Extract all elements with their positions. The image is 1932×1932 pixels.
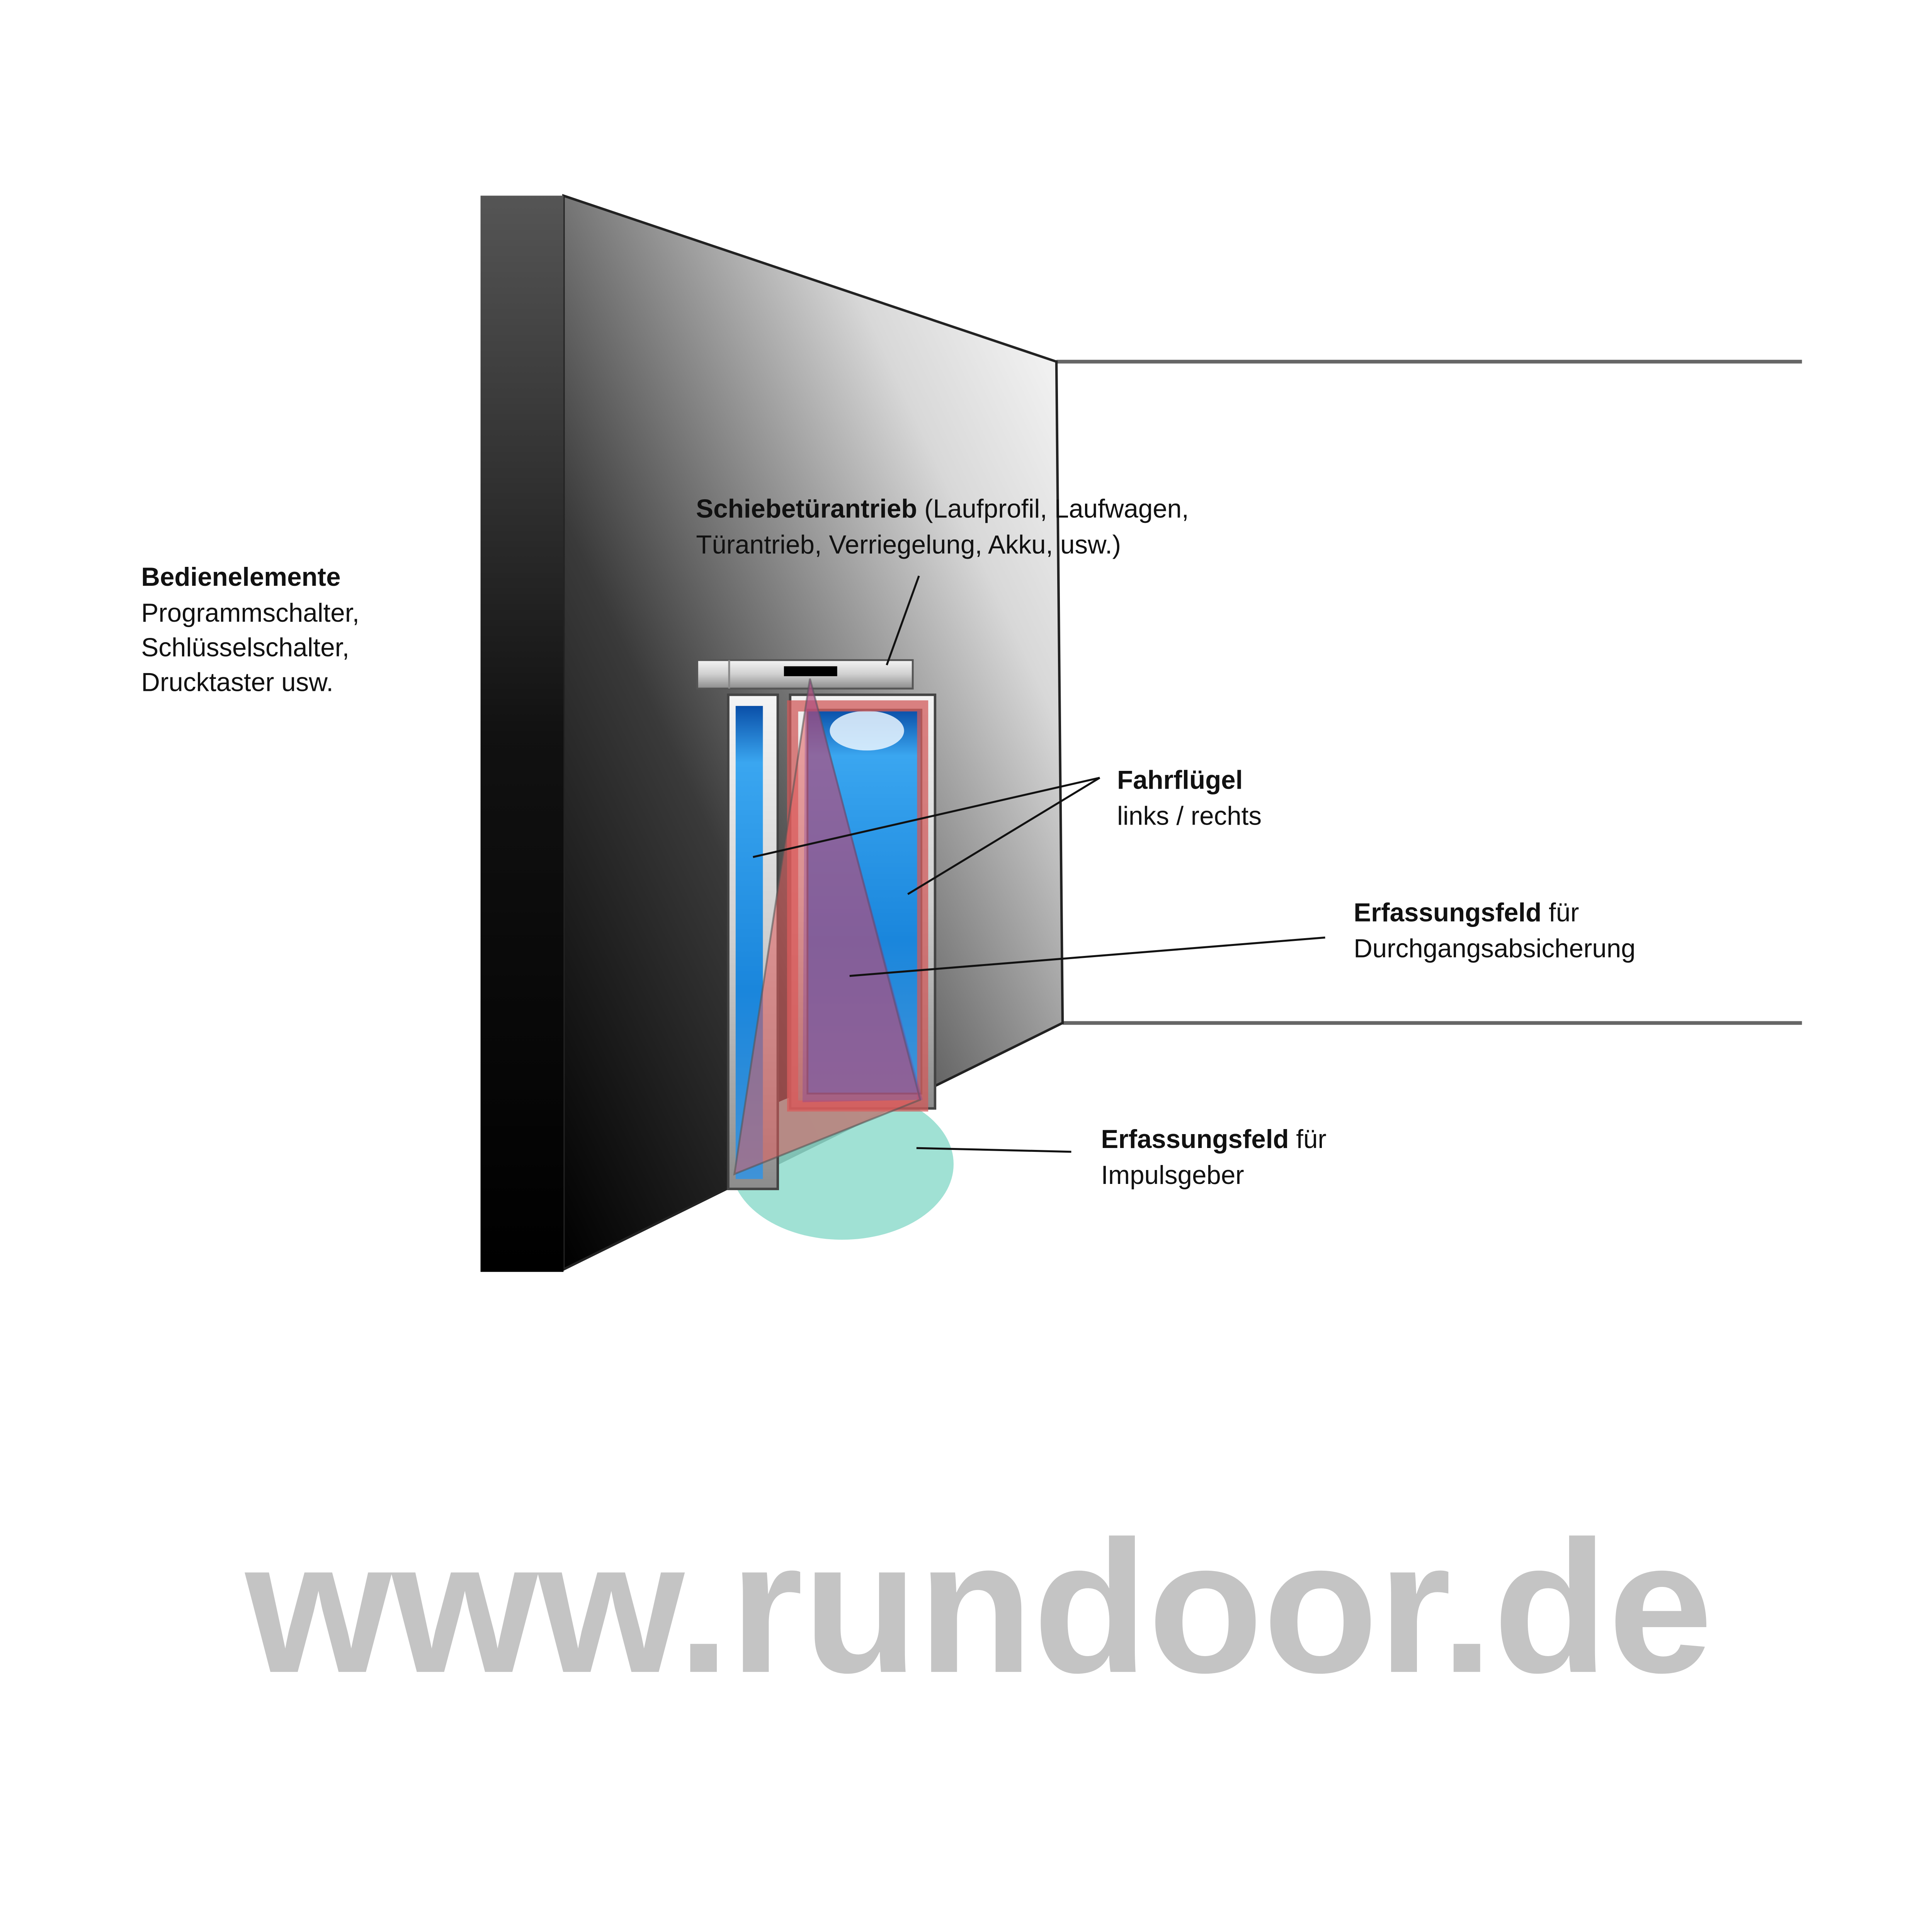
label-drive-line1: (Laufprofil, Laufwagen, (917, 495, 1189, 524)
label-controls-line: Drucktaster usw. (141, 668, 333, 697)
leader-lines (753, 575, 1325, 1153)
sliding-door-diagram: Schiebetürantrieb (Laufprofil, Laufwagen… (141, 194, 1802, 1712)
label-impulse-field-suffix: für (1289, 1125, 1327, 1154)
label-leaves-line2: links / rechts (1117, 802, 1262, 831)
label-impulse-field-line2: Impulsgeber (1101, 1161, 1244, 1190)
sliding-door-drive (696, 659, 914, 690)
label-passage-field: Erfassungsfeld für (1354, 898, 1579, 927)
label-controls-line: Programmschalter, (141, 599, 359, 628)
label-drive-line2: Türantrieb, Verriegelung, Akku, usw.) (696, 531, 1121, 560)
presence-detection-field (733, 678, 929, 1176)
label-passage-field-title: Erfassungsfeld (1354, 898, 1541, 927)
label-drive: Schiebetürantrieb (Laufprofil, Laufwagen… (696, 495, 1189, 524)
label-passage-field-suffix: für (1541, 898, 1579, 927)
sensor-slot (784, 666, 837, 676)
label-passage-field-line2: Durchgangsabsicherung (1354, 934, 1636, 963)
corridor (1056, 360, 1802, 1025)
label-impulse-field: Erfassungsfeld für (1101, 1125, 1326, 1154)
label-drive-title: Schiebetürantrieb (696, 495, 917, 524)
label-impulse-field-title: Erfassungsfeld (1101, 1125, 1289, 1154)
label-controls-line: Schlüsselschalter, (141, 633, 349, 662)
watermark: www.rundoor.de (242, 1502, 1713, 1712)
label-leaves-title: Fahrflügel (1117, 766, 1243, 795)
label-controls-title: Bedienelemente (141, 563, 340, 592)
